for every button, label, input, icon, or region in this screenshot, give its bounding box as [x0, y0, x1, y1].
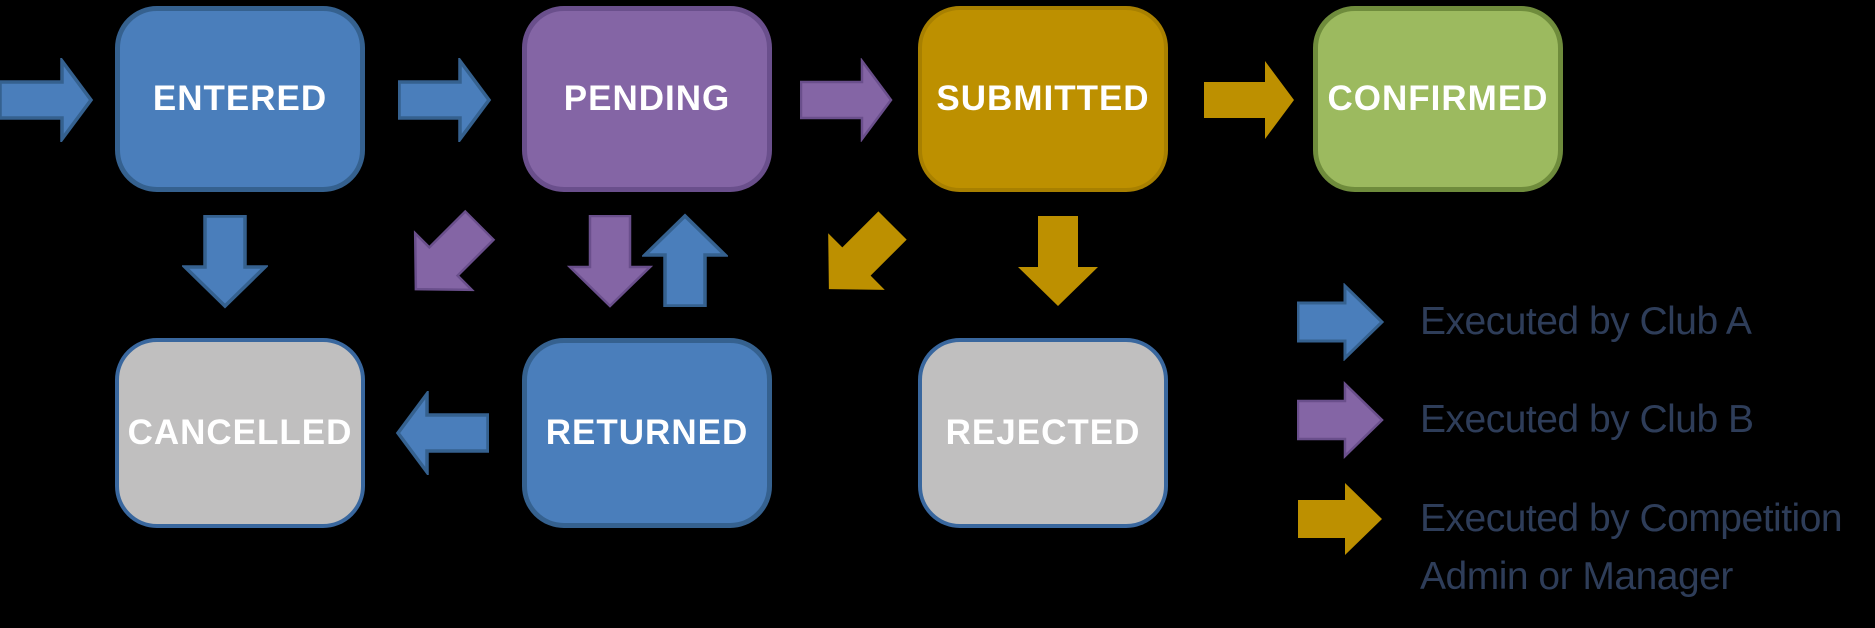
state-box-cancelled: CANCELLED — [115, 338, 365, 528]
state-box-returned: RETURNED — [522, 338, 772, 528]
state-label-cancelled: CANCELLED — [127, 413, 353, 452]
legend-label-competition-admin: Executed by Competition Admin or Manager — [1420, 490, 1843, 606]
legend-label-competition-admin-line1: Executed by Competition — [1420, 497, 1843, 540]
state-box-confirmed: CONFIRMED — [1313, 6, 1563, 192]
arrow-submitted-to-returned-diagonal-icon — [828, 211, 907, 290]
arrow-start-to-entered-icon — [0, 58, 94, 142]
legend-label-competition-admin-line2: Admin or Manager — [1420, 555, 1733, 598]
arrow-returned-to-cancelled-icon — [395, 391, 489, 475]
state-box-rejected: REJECTED — [918, 338, 1168, 528]
state-label-pending: PENDING — [563, 79, 731, 118]
arrow-pending-to-returned-icon — [567, 215, 653, 308]
legend-arrow-club-b-icon — [1297, 381, 1384, 459]
legend-label-club-a: Executed by Club A — [1420, 300, 1752, 343]
legend-label-club-b: Executed by Club B — [1420, 398, 1754, 441]
state-box-pending: PENDING — [522, 6, 772, 192]
state-label-returned: RETURNED — [545, 413, 749, 452]
legend-arrow-club-a-icon — [1297, 283, 1385, 361]
state-box-entered: ENTERED — [115, 6, 365, 192]
arrow-pending-to-submitted-icon — [800, 58, 893, 142]
legend-arrow-competition-admin-icon — [1298, 483, 1382, 555]
arrow-entered-to-cancelled-icon — [182, 215, 268, 309]
arrow-pending-to-cancelled-diagonal-icon — [413, 209, 496, 292]
state-label-entered: ENTERED — [152, 79, 328, 118]
arrow-returned-to-pending-icon — [642, 213, 728, 307]
arrow-submitted-to-confirmed-icon — [1204, 61, 1294, 139]
state-label-rejected: REJECTED — [945, 413, 1141, 452]
arrow-entered-to-pending-icon — [398, 58, 492, 142]
state-label-submitted: SUBMITTED — [936, 79, 1150, 118]
state-label-confirmed: CONFIRMED — [1327, 79, 1549, 118]
state-box-submitted: SUBMITTED — [918, 6, 1168, 192]
arrow-submitted-to-rejected-icon — [1018, 216, 1098, 306]
